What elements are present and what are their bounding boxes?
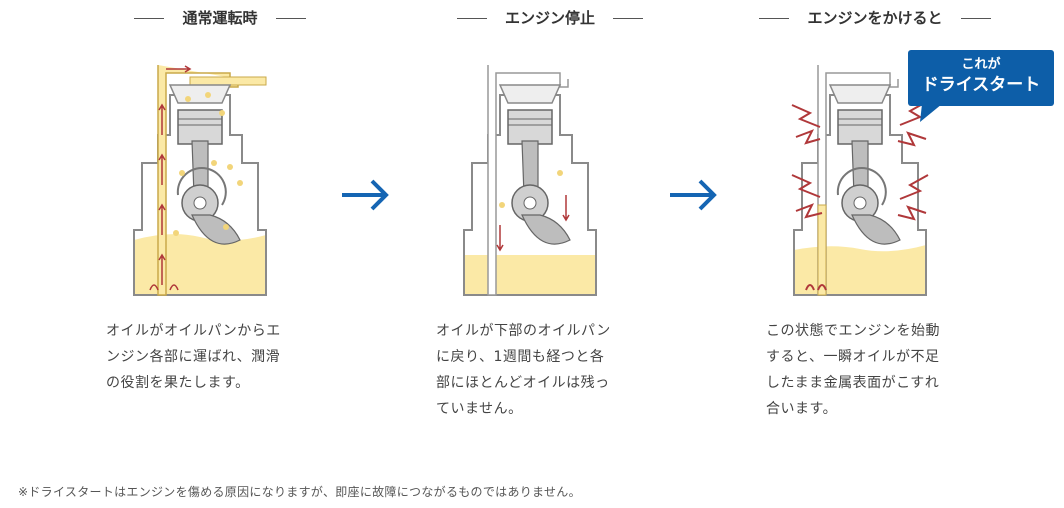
- panel-title: エンジンをかけると: [720, 8, 1030, 28]
- title-rule-right: [961, 18, 991, 19]
- panel-description: この状態でエンジンを始動 すると、一瞬オイルが不足 したまま金属表面がこすれ 合…: [766, 318, 966, 422]
- footnote: ※ドライスタートはエンジンを傷める原因になりますが、即座に故障につながるものでは…: [18, 483, 581, 500]
- panel-title: エンジン停止: [420, 8, 680, 28]
- right-arrow-icon: [668, 175, 722, 215]
- callout-tail: [918, 104, 944, 122]
- callout-line2: ドライスタート: [908, 73, 1054, 97]
- panel-title: 通常運転時: [90, 8, 350, 28]
- dry-start-callout: これが ドライスタート: [908, 50, 1054, 106]
- panel-description: オイルが下部のオイルパン に戻り、1週間も経つと各 部にほとんどオイルは残っ て…: [436, 318, 636, 422]
- callout-line1: これが: [908, 56, 1054, 73]
- engine-illustration-normal: [130, 55, 270, 300]
- right-arrow-icon: [340, 175, 394, 215]
- title-rule-right: [613, 18, 643, 19]
- title-rule-right: [276, 18, 306, 19]
- title-rule-left: [759, 18, 789, 19]
- panel-description: オイルがオイルパンからエ ンジン各部に運ばれ、潤滑 の役割を果たします。: [106, 318, 306, 396]
- title-rule-left: [457, 18, 487, 19]
- title-rule-left: [134, 18, 164, 19]
- engine-illustration-stopped: [460, 55, 600, 300]
